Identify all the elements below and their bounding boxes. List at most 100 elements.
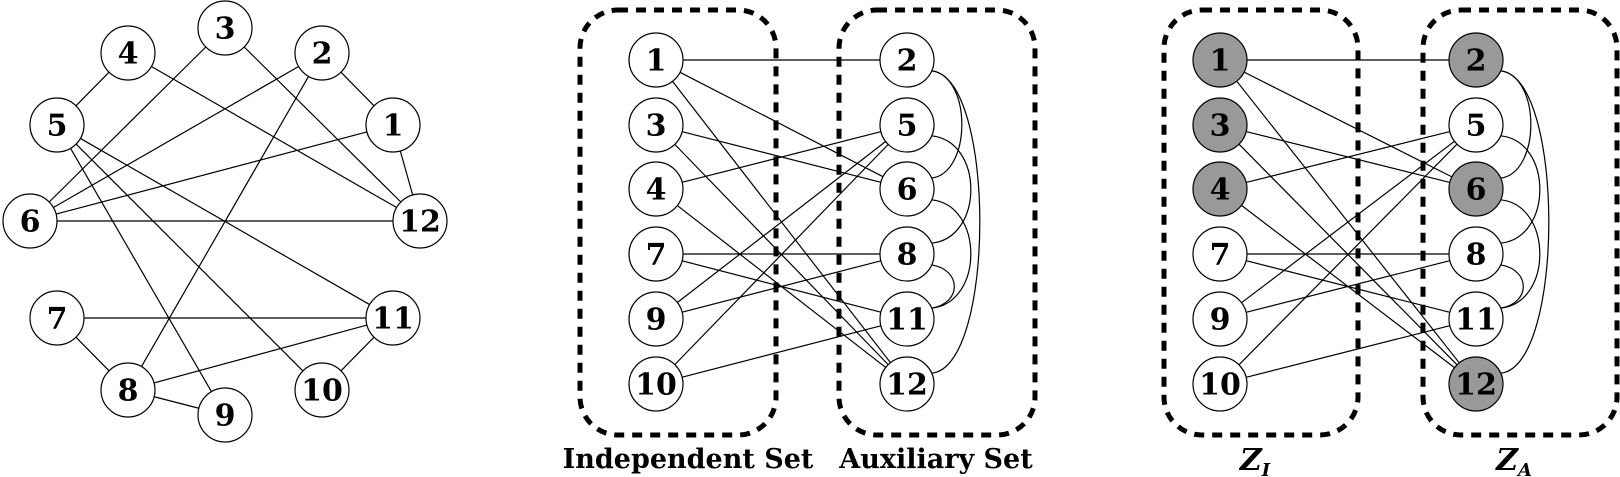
edge-8-11 bbox=[1500, 264, 1524, 309]
node-6: 6 bbox=[879, 161, 935, 217]
node-circle bbox=[392, 193, 448, 249]
node-circle bbox=[197, 387, 253, 443]
node-label: 7 bbox=[1210, 238, 1231, 273]
node-9: 9 bbox=[628, 291, 684, 347]
node-1: 1 bbox=[628, 32, 684, 88]
node-label: 6 bbox=[20, 205, 41, 240]
node-label: 9 bbox=[215, 399, 236, 434]
auxiliary-set-caption: Auxiliary Set bbox=[838, 444, 1033, 475]
node-label: 4 bbox=[646, 173, 667, 208]
edge-6-11 bbox=[1500, 199, 1541, 309]
node-8: 8 bbox=[879, 226, 935, 282]
node-label: 9 bbox=[646, 303, 667, 338]
node-circle bbox=[1192, 32, 1248, 88]
edges bbox=[672, 59, 981, 378]
node-6: 6 bbox=[1448, 161, 1504, 217]
node-7: 7 bbox=[1192, 226, 1248, 282]
edge-1-6 bbox=[55, 131, 368, 215]
node-label: 2 bbox=[312, 37, 333, 72]
node-label: 1 bbox=[646, 44, 667, 79]
node-circle bbox=[294, 362, 350, 418]
independent-set-caption: Independent Set bbox=[563, 444, 814, 475]
node-circle bbox=[1448, 32, 1504, 88]
node-3: 3 bbox=[1192, 97, 1248, 153]
node-circle bbox=[879, 356, 935, 412]
node-label: 5 bbox=[897, 109, 918, 144]
z-a-caption: ZA bbox=[1495, 443, 1532, 477]
edge-5-8 bbox=[1500, 135, 1541, 244]
edges bbox=[48, 46, 414, 409]
edge-7-8 bbox=[75, 336, 110, 372]
edge-10-11 bbox=[1246, 325, 1450, 378]
node-circle bbox=[1192, 356, 1248, 412]
edge-10-11 bbox=[340, 336, 375, 372]
z-i-main: Z bbox=[1239, 443, 1263, 477]
edge-2-1 bbox=[340, 71, 375, 107]
node-label: 1 bbox=[383, 109, 404, 144]
node-label: 12 bbox=[886, 368, 928, 403]
edge-8-11 bbox=[153, 324, 368, 384]
node-8: 8 bbox=[100, 362, 156, 418]
node-2: 2 bbox=[879, 32, 935, 88]
node-circle bbox=[879, 97, 935, 153]
node-circle bbox=[879, 226, 935, 282]
node-circle bbox=[2, 193, 58, 249]
edge-5-11 bbox=[80, 137, 370, 306]
node-2: 2 bbox=[294, 25, 350, 81]
edge-10-11 bbox=[681, 325, 882, 378]
node-5: 5 bbox=[879, 97, 935, 153]
node-4: 4 bbox=[628, 161, 684, 217]
node-circle bbox=[628, 291, 684, 347]
node-2: 2 bbox=[1448, 32, 1504, 88]
node-5: 5 bbox=[1448, 97, 1504, 153]
node-circle bbox=[1192, 161, 1248, 217]
node-label: 4 bbox=[118, 37, 139, 72]
node-label: 10 bbox=[635, 368, 677, 403]
node-circle bbox=[1448, 291, 1504, 347]
edge-10-5 bbox=[1238, 143, 1458, 366]
edge-9-5 bbox=[1241, 140, 1455, 304]
node-label: 6 bbox=[1466, 173, 1487, 208]
node-label: 10 bbox=[301, 374, 343, 409]
node-label: 5 bbox=[1466, 109, 1487, 144]
node-circle bbox=[100, 25, 156, 81]
edge-6-11 bbox=[931, 199, 972, 309]
edge-1-6 bbox=[679, 71, 884, 178]
node-7: 7 bbox=[29, 290, 85, 346]
node-circle bbox=[100, 362, 156, 418]
node-label: 11 bbox=[886, 303, 928, 338]
node-circle bbox=[1448, 161, 1504, 217]
node-7: 7 bbox=[628, 226, 684, 282]
node-label: 5 bbox=[47, 109, 68, 144]
bipartition-panel: Independent Set Auxiliary Set 1347910256… bbox=[563, 7, 1038, 475]
node-8: 8 bbox=[1448, 226, 1504, 282]
node-label: 8 bbox=[118, 374, 139, 409]
node-circle bbox=[1448, 226, 1504, 282]
edge-8-11 bbox=[931, 264, 955, 309]
node-circle bbox=[879, 291, 935, 347]
node-label: 2 bbox=[1466, 44, 1487, 79]
node-10: 10 bbox=[294, 362, 350, 418]
edge-3-6 bbox=[48, 46, 207, 203]
node-label: 4 bbox=[1210, 173, 1231, 208]
z-a-sub: A bbox=[1516, 460, 1532, 477]
edge-4-5 bbox=[75, 71, 110, 107]
edge-9-8 bbox=[1246, 260, 1450, 313]
edge-5-9 bbox=[70, 148, 212, 392]
edge-3-12 bbox=[243, 46, 402, 203]
node-10: 10 bbox=[1192, 356, 1248, 412]
node-circle bbox=[29, 290, 85, 346]
node-circle bbox=[879, 32, 935, 88]
node-label: 3 bbox=[1210, 109, 1231, 144]
node-label: 11 bbox=[372, 302, 414, 337]
node-9: 9 bbox=[197, 387, 253, 443]
edge-5-8 bbox=[931, 135, 972, 244]
auxiliary-set-box bbox=[836, 7, 1038, 438]
node-12: 12 bbox=[1448, 356, 1504, 412]
z-i-sub: I bbox=[1261, 460, 1271, 477]
node-label: 8 bbox=[897, 238, 918, 273]
z-a-main: Z bbox=[1495, 443, 1519, 477]
edge-10-5 bbox=[674, 143, 889, 366]
node-circle bbox=[1448, 97, 1504, 153]
edge-2-6 bbox=[931, 70, 963, 179]
